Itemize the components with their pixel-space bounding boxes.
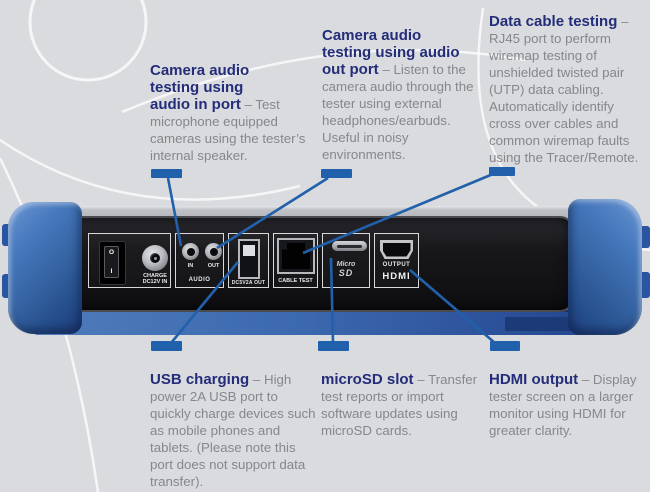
callout-hdmi: HDMI output – Display tester screen on a… [489, 371, 649, 439]
power-charge-group: O I CHARGE DC12V IN [88, 233, 171, 288]
audio-group: IN OUT AUDIO [175, 233, 224, 288]
power-switch: O I [99, 241, 126, 285]
audio-out-label: OUT [207, 263, 220, 269]
microsd-slot [332, 241, 367, 251]
callout-body: – Listen to the camera audio through the… [322, 62, 474, 162]
callout-title: HDMI output [489, 371, 579, 388]
callout-title: Camera audio testing using audio out por… [322, 27, 460, 78]
charge-port-label: CHARGE DC12V IN [142, 273, 168, 285]
audio-in-hole [186, 247, 195, 256]
callout-title: Data cable testing [489, 13, 618, 30]
right-bumper [568, 199, 642, 335]
power-switch-rocker: O I [104, 246, 119, 278]
callout-microsd: microSD slot – Transfer test reports or … [321, 371, 479, 439]
bumper-tab [2, 274, 12, 298]
callout-usb-charging: USB charging – High power 2A USB port to… [150, 371, 320, 490]
decor-arc-top [121, 48, 526, 114]
dc-charge-jack [142, 245, 168, 271]
callout-audio-in: Camera audio testing using audio in port… [150, 62, 314, 164]
callout-body: – High power 2A USB port to quickly char… [150, 372, 316, 489]
microsd-logo-line1: Micro [336, 261, 356, 268]
usb-tongue [243, 245, 255, 256]
hdmi-port [380, 240, 413, 259]
power-switch-off-label: O [108, 249, 115, 256]
audio-out-hole [209, 247, 218, 256]
bumper-tab [2, 224, 12, 246]
callout-audio-out: Camera audio testing using audio out por… [322, 27, 490, 163]
microsd-logo: Micro SD [323, 261, 369, 278]
decor-circle [28, 0, 148, 82]
microsd-group: Micro SD [322, 233, 370, 288]
hdmi-logo: HDMI [382, 271, 411, 282]
callout-body: – Test microphone equipped cameras using… [150, 97, 306, 163]
rj45-opening [282, 243, 310, 269]
rj45-port-label: CABLE TEST [278, 278, 313, 284]
callout-body: – Display tester screen on a larger moni… [489, 372, 637, 438]
power-switch-on-label: I [110, 268, 113, 275]
rj45-group: CABLE TEST [273, 233, 318, 288]
hdmi-group: OUTPUT HDMI [374, 233, 419, 288]
hdmi-opening [382, 242, 411, 257]
device-foot [505, 317, 575, 331]
audio-out-jack [205, 243, 222, 260]
audio-group-label: AUDIO [188, 277, 211, 283]
callout-title: Camera audio testing using audio in port [150, 62, 250, 113]
left-bumper [8, 202, 82, 334]
callout-body: – Transfer test reports or import softwa… [321, 372, 478, 438]
audio-in-jack [182, 243, 199, 260]
callout-body: – RJ45 port to perform wiremap testing o… [489, 14, 639, 165]
hdmi-output-label: OUTPUT [382, 262, 411, 268]
callout-data-cable: Data cable testing – RJ45 port to perfor… [489, 13, 649, 166]
rj45-port [277, 238, 315, 274]
microsd-logo-line2: SD [338, 268, 354, 278]
microsd-slit [337, 244, 362, 248]
usb-port-label: DC5V2A OUT [231, 280, 266, 286]
dc-jack-pin [153, 256, 157, 260]
audio-in-label: IN [187, 263, 194, 269]
usb-group: DC5V2A OUT [228, 233, 269, 288]
usb-port [238, 239, 260, 279]
callout-title: USB charging [150, 371, 250, 388]
callout-title: microSD slot [321, 371, 414, 388]
